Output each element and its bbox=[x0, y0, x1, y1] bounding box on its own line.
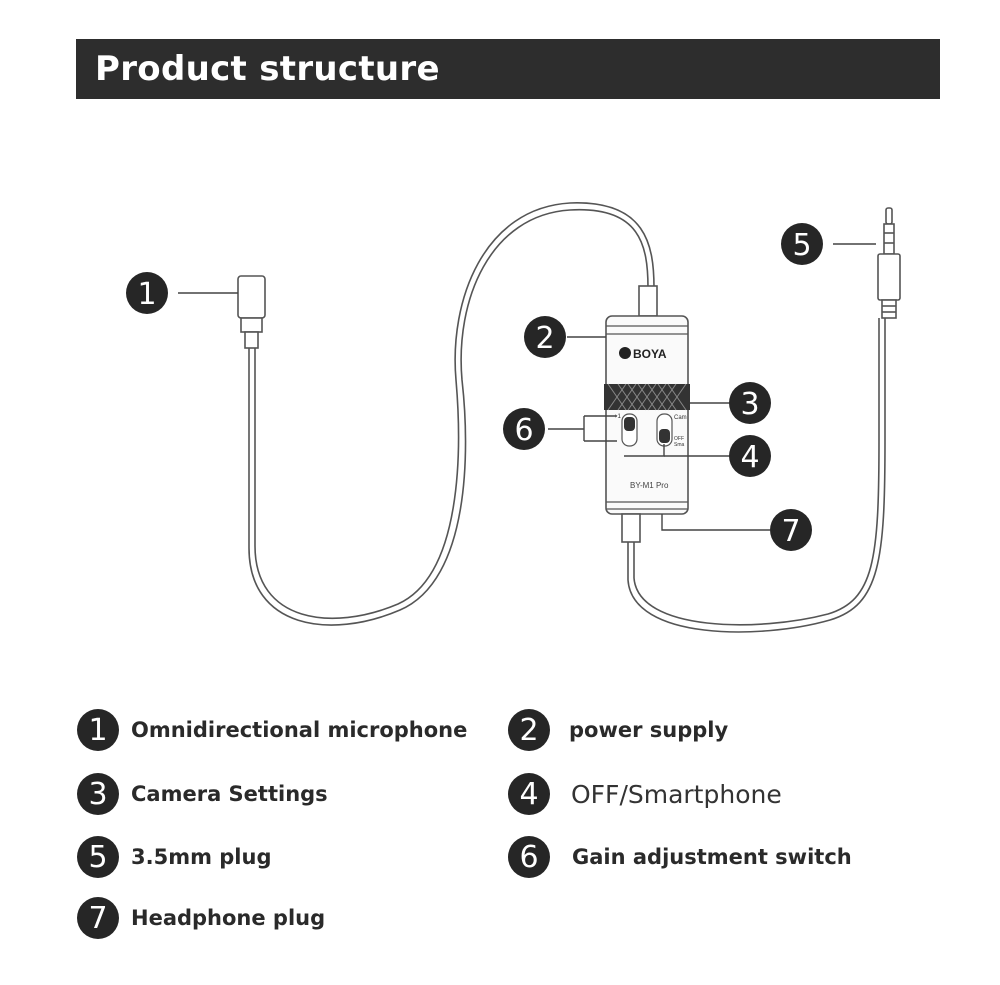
mode-switch-sma-label: Sma bbox=[674, 442, 685, 448]
page-title: Product structure bbox=[95, 49, 440, 89]
callout-3: 3 bbox=[729, 382, 771, 424]
callout-7: 7 bbox=[770, 509, 812, 551]
callout-5-number: 5 bbox=[792, 228, 811, 263]
boya-logo-icon bbox=[619, 347, 631, 359]
dial-texture bbox=[607, 383, 687, 411]
callout-6: 6 bbox=[503, 408, 545, 450]
device-model: BY-M1 Pro bbox=[630, 481, 669, 490]
device-brand: BOYA bbox=[633, 347, 667, 361]
plug-3-5mm bbox=[877, 207, 901, 319]
lavalier-microphone bbox=[237, 275, 266, 349]
callout-3-number: 3 bbox=[740, 387, 759, 422]
cable-lines bbox=[248, 202, 886, 633]
callout-7-number: 7 bbox=[781, 514, 800, 549]
control-box: BOYA +1 Cam OFF Sma BY-M1 Pro bbox=[604, 285, 690, 543]
header-bar: Product structure bbox=[76, 39, 940, 99]
callout-1-number: 1 bbox=[137, 277, 156, 312]
callout-2-number: 2 bbox=[535, 321, 554, 356]
callout-5: 5 bbox=[781, 223, 823, 265]
leader-lines bbox=[178, 243, 876, 531]
callout-2: 2 bbox=[524, 316, 566, 358]
gain-switch-label: +1 bbox=[614, 414, 622, 420]
callout-6-number: 6 bbox=[514, 413, 533, 448]
mode-switch-off-label: OFF bbox=[674, 436, 684, 442]
callout-1: 1 bbox=[126, 272, 168, 314]
callout-4-number: 4 bbox=[740, 440, 759, 475]
mode-switch-top-label: Cam bbox=[674, 415, 687, 421]
callout-4: 4 bbox=[729, 435, 771, 477]
